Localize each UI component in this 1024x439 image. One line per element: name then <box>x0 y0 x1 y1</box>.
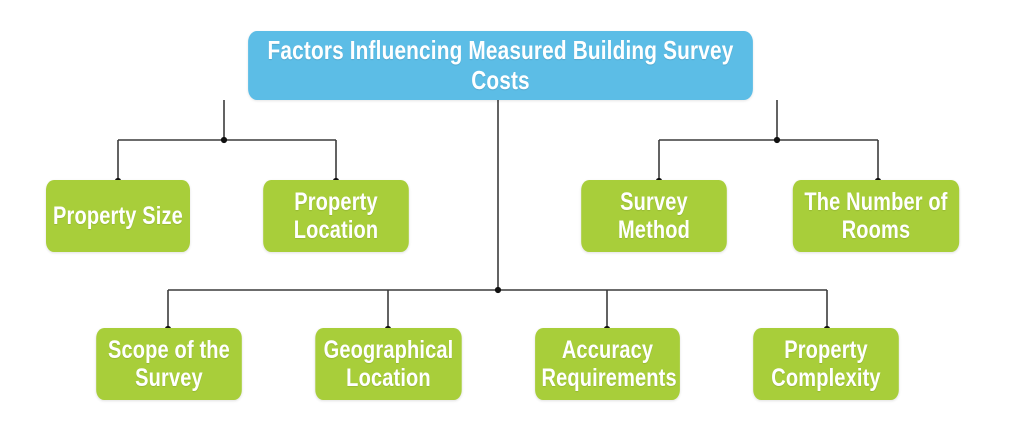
leaf-node-survey-method[interactable]: Survey Method <box>581 180 727 252</box>
root-node-label: Factors Influencing Measured Building Su… <box>267 35 734 95</box>
leaf-node-label: Property Size <box>53 202 183 230</box>
root-node-factors-influencing-measured-building-survey-costs[interactable]: Factors Influencing Measured Building Su… <box>248 31 753 100</box>
leaf-node-label: Property Location <box>293 188 379 244</box>
junction-dot-left <box>220 136 228 144</box>
junction-dot-center <box>494 286 502 294</box>
junction-dot-right <box>773 136 781 144</box>
leaf-node-property-location[interactable]: Property Location <box>263 180 409 252</box>
leaf-node-label: Survey Method <box>617 188 691 244</box>
leaf-node-property-size[interactable]: Property Size <box>46 180 190 252</box>
